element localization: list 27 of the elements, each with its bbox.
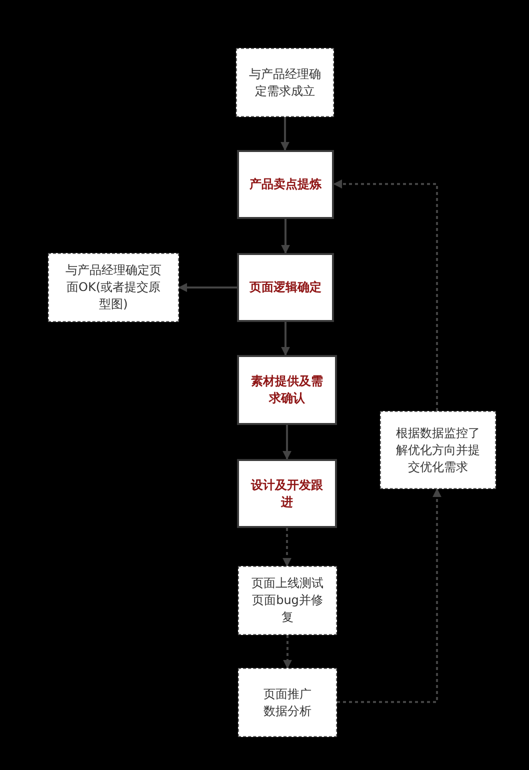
- arrow: [178, 283, 237, 292]
- arrow: [333, 180, 438, 411]
- arrow: [281, 322, 290, 356]
- box-text: 页面推广数据分析: [262, 686, 312, 720]
- box-text: 与产品经理确定页面OK(或者提交原型图): [64, 262, 162, 313]
- box-text: 根据数据监控了解优化方向并提交优化需求: [395, 424, 481, 476]
- box-text: 产品卖点提炼: [250, 176, 322, 193]
- process-box: [237, 253, 334, 322]
- arrow: [283, 635, 292, 669]
- note-box: [380, 411, 496, 489]
- process-box: [237, 150, 334, 219]
- arrow: [281, 219, 290, 254]
- box-text: 设计及开发跟进: [250, 476, 324, 510]
- arrow: [337, 488, 442, 703]
- box-text: 页面逻辑确定: [250, 279, 322, 296]
- box-text: 页面上线测试页面bug并修复: [250, 575, 324, 626]
- arrow: [282, 528, 292, 567]
- process-box: [237, 459, 337, 528]
- note-box: [236, 48, 334, 117]
- box-text: 素材提供及需求确认: [250, 373, 324, 407]
- process-box: [237, 355, 337, 425]
- note-box: [238, 668, 337, 737]
- box-text: 与产品经理确定需求成立: [248, 66, 322, 100]
- arrow: [280, 117, 290, 151]
- arrow: [282, 425, 292, 460]
- note-box: [238, 566, 337, 635]
- note-box: [48, 253, 179, 322]
